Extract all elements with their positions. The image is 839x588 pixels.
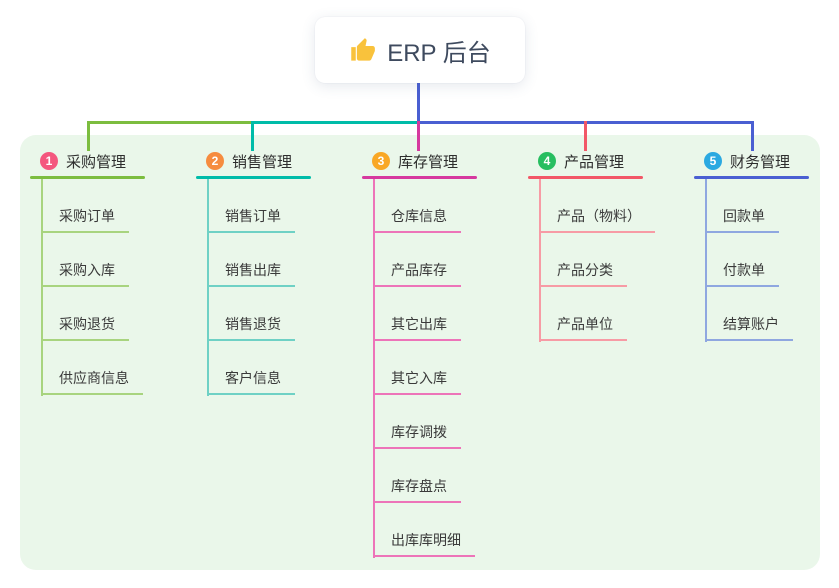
child-node[interactable]: 结算账户: [705, 287, 793, 341]
thumbs-up-icon: [351, 37, 376, 61]
branch-node-purchase[interactable]: 1 采购管理: [30, 148, 146, 174]
branches-background-panel: [20, 135, 820, 570]
branch-number-badge: 2: [206, 152, 224, 170]
child-connector-line: [41, 179, 43, 396]
branch-number-badge: 1: [40, 152, 58, 170]
bus-line-sales: [251, 121, 419, 124]
child-node[interactable]: 客户信息: [207, 341, 295, 395]
child-node[interactable]: 采购入库: [41, 233, 129, 287]
branch-underline: [528, 176, 643, 179]
child-node[interactable]: 产品分类: [539, 233, 627, 287]
branch-underline: [196, 176, 311, 179]
child-node[interactable]: 产品库存: [373, 233, 461, 287]
branch-product: 4 产品管理 产品（物料） 产品分类 产品单位: [528, 148, 655, 342]
root-node[interactable]: ERP 后台: [315, 17, 525, 83]
child-node[interactable]: 库存调拨: [373, 395, 461, 449]
branch-children: 回款单 付款单 结算账户: [694, 179, 810, 342]
branch-sales: 2 销售管理 销售订单 销售出库 销售退货 客户信息: [196, 148, 312, 396]
drop-line-product: [584, 121, 587, 151]
child-node[interactable]: 仓库信息: [373, 179, 461, 233]
branch-node-finance[interactable]: 5 财务管理: [694, 148, 810, 174]
child-node[interactable]: 产品（物料）: [539, 179, 655, 233]
branch-children: 销售订单 销售出库 销售退货 客户信息: [196, 179, 312, 396]
child-node[interactable]: 库存盘点: [373, 449, 461, 503]
branch-title: 库存管理: [398, 153, 459, 171]
branch-number-badge: 5: [704, 152, 722, 170]
branch-number-badge: 3: [372, 152, 390, 170]
branch-children: 采购订单 采购入库 采购退货 供应商信息: [30, 179, 146, 396]
child-node[interactable]: 采购退货: [41, 287, 129, 341]
branch-title: 销售管理: [232, 153, 293, 171]
branch-children: 仓库信息 产品库存 其它出库 其它入库 库存调拨 库存盘点 出库库明细: [362, 179, 478, 558]
drop-line-sales: [251, 121, 254, 151]
branch-purchase: 1 采购管理 采购订单 采购入库 采购退货 供应商信息: [30, 148, 146, 396]
child-node[interactable]: 其它出库: [373, 287, 461, 341]
child-node[interactable]: 回款单: [705, 179, 779, 233]
child-connector-line: [207, 179, 209, 396]
branch-underline: [30, 176, 145, 179]
child-connector-line: [705, 179, 707, 342]
child-node[interactable]: 供应商信息: [41, 341, 143, 395]
drop-line-finance: [751, 121, 754, 151]
child-node[interactable]: 产品单位: [539, 287, 627, 341]
drop-line-inventory: [417, 121, 420, 151]
branch-underline: [362, 176, 477, 179]
root-title: ERP 后台: [387, 39, 491, 67]
child-connector-line: [373, 179, 375, 558]
child-node[interactable]: 其它入库: [373, 341, 461, 395]
child-node[interactable]: 采购订单: [41, 179, 129, 233]
child-node[interactable]: 付款单: [705, 233, 779, 287]
branch-node-inventory[interactable]: 3 库存管理: [362, 148, 478, 174]
branch-title: 产品管理: [564, 153, 625, 171]
drop-line-purchase: [87, 121, 90, 151]
branch-node-product[interactable]: 4 产品管理: [528, 148, 644, 174]
branch-node-sales[interactable]: 2 销售管理: [196, 148, 312, 174]
branch-title: 财务管理: [730, 153, 791, 171]
branch-finance: 5 财务管理 回款单 付款单 结算账户: [694, 148, 810, 342]
child-node[interactable]: 销售出库: [207, 233, 295, 287]
branch-inventory: 3 库存管理 仓库信息 产品库存 其它出库 其它入库 库存调拨 库存盘点 出库库…: [362, 148, 478, 558]
branch-children: 产品（物料） 产品分类 产品单位: [528, 179, 655, 342]
bus-line-purchase: [87, 121, 253, 124]
child-connector-line: [539, 179, 541, 342]
child-node[interactable]: 销售退货: [207, 287, 295, 341]
branch-underline: [694, 176, 809, 179]
branch-title: 采购管理: [66, 153, 127, 171]
child-node[interactable]: 销售订单: [207, 179, 295, 233]
child-node[interactable]: 出库库明细: [373, 503, 475, 557]
root-stem-line: [417, 82, 420, 122]
branch-number-badge: 4: [538, 152, 556, 170]
